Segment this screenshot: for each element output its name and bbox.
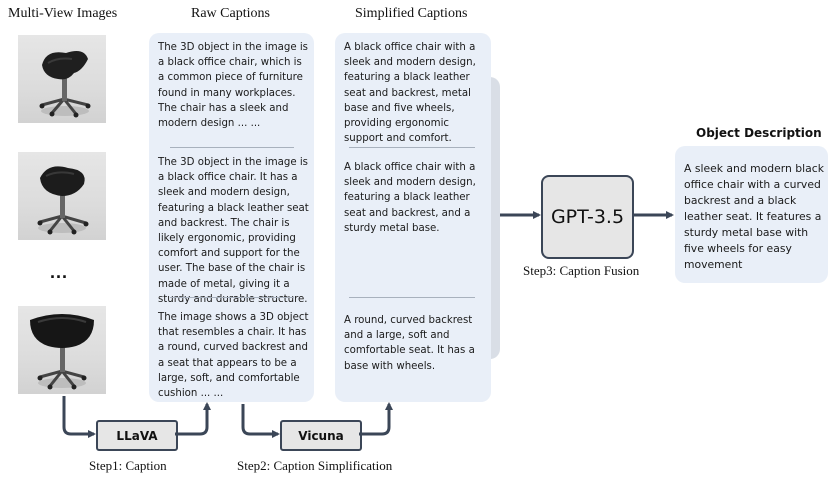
vicuna-model-box: Vicuna: [280, 420, 362, 451]
simplified-captions-panel: [335, 33, 491, 402]
llava-label: LLaVA: [116, 428, 158, 443]
vicuna-label: Vicuna: [298, 428, 344, 443]
step2-label: Step2: Caption Simplification: [237, 458, 393, 473]
gpt-model-box: GPT-3.5: [541, 175, 634, 259]
chair-view-image-1: [18, 35, 106, 123]
chair-view-image-2: [18, 152, 106, 240]
chair-view-image-3: [18, 306, 106, 394]
chair-icon: [39, 51, 91, 118]
gpt-label: GPT-3.5: [550, 206, 625, 228]
raw-caption-1: The 3D object in the image is a black of…: [158, 42, 308, 130]
raw-caption-2: The 3D object in the image is a black of…: [158, 157, 309, 305]
raw-captions-panel: [149, 33, 314, 402]
simplified-caption-divider-1: [349, 147, 475, 148]
raw-caption-3: The image shows a 3D object that resembl…: [158, 312, 309, 400]
chair-icon: [37, 166, 89, 235]
raw-caption-divider-2: [170, 297, 294, 298]
arrow-raw-to-vicuna: [241, 404, 280, 438]
raw-caption-divider-1: [170, 147, 294, 148]
more-views-ellipsis: ...: [50, 262, 69, 282]
heading-multi-view-images: Multi-View Images: [8, 6, 118, 21]
step1-label: Step1: Caption: [89, 458, 167, 473]
simplified-caption-1: A black office chair with a sleek and mo…: [344, 42, 476, 145]
simplified-caption-3: A round, curved backrest and a large, so…: [344, 315, 475, 372]
object-description-panel: [675, 146, 828, 283]
simplified-caption-2: A black office chair with a sleek and mo…: [344, 162, 476, 234]
arrow-images-to-llava: [62, 396, 96, 438]
heading-raw-captions: Raw Captions: [191, 6, 270, 21]
object-description-text: A sleek and modern black office chair wi…: [684, 162, 824, 271]
step3-label: Step3: Caption Fusion: [523, 263, 640, 278]
heading-simplified-captions: Simplified Captions: [355, 6, 468, 21]
arrow-vicuna-to-simplified: [359, 402, 393, 436]
simplified-caption-divider-2: [349, 297, 475, 298]
object-description-title: Object Description: [696, 126, 822, 140]
llava-model-box: LLaVA: [96, 420, 178, 451]
chair-icon: [30, 314, 94, 390]
arrow-llava-to-raw: [175, 402, 211, 436]
